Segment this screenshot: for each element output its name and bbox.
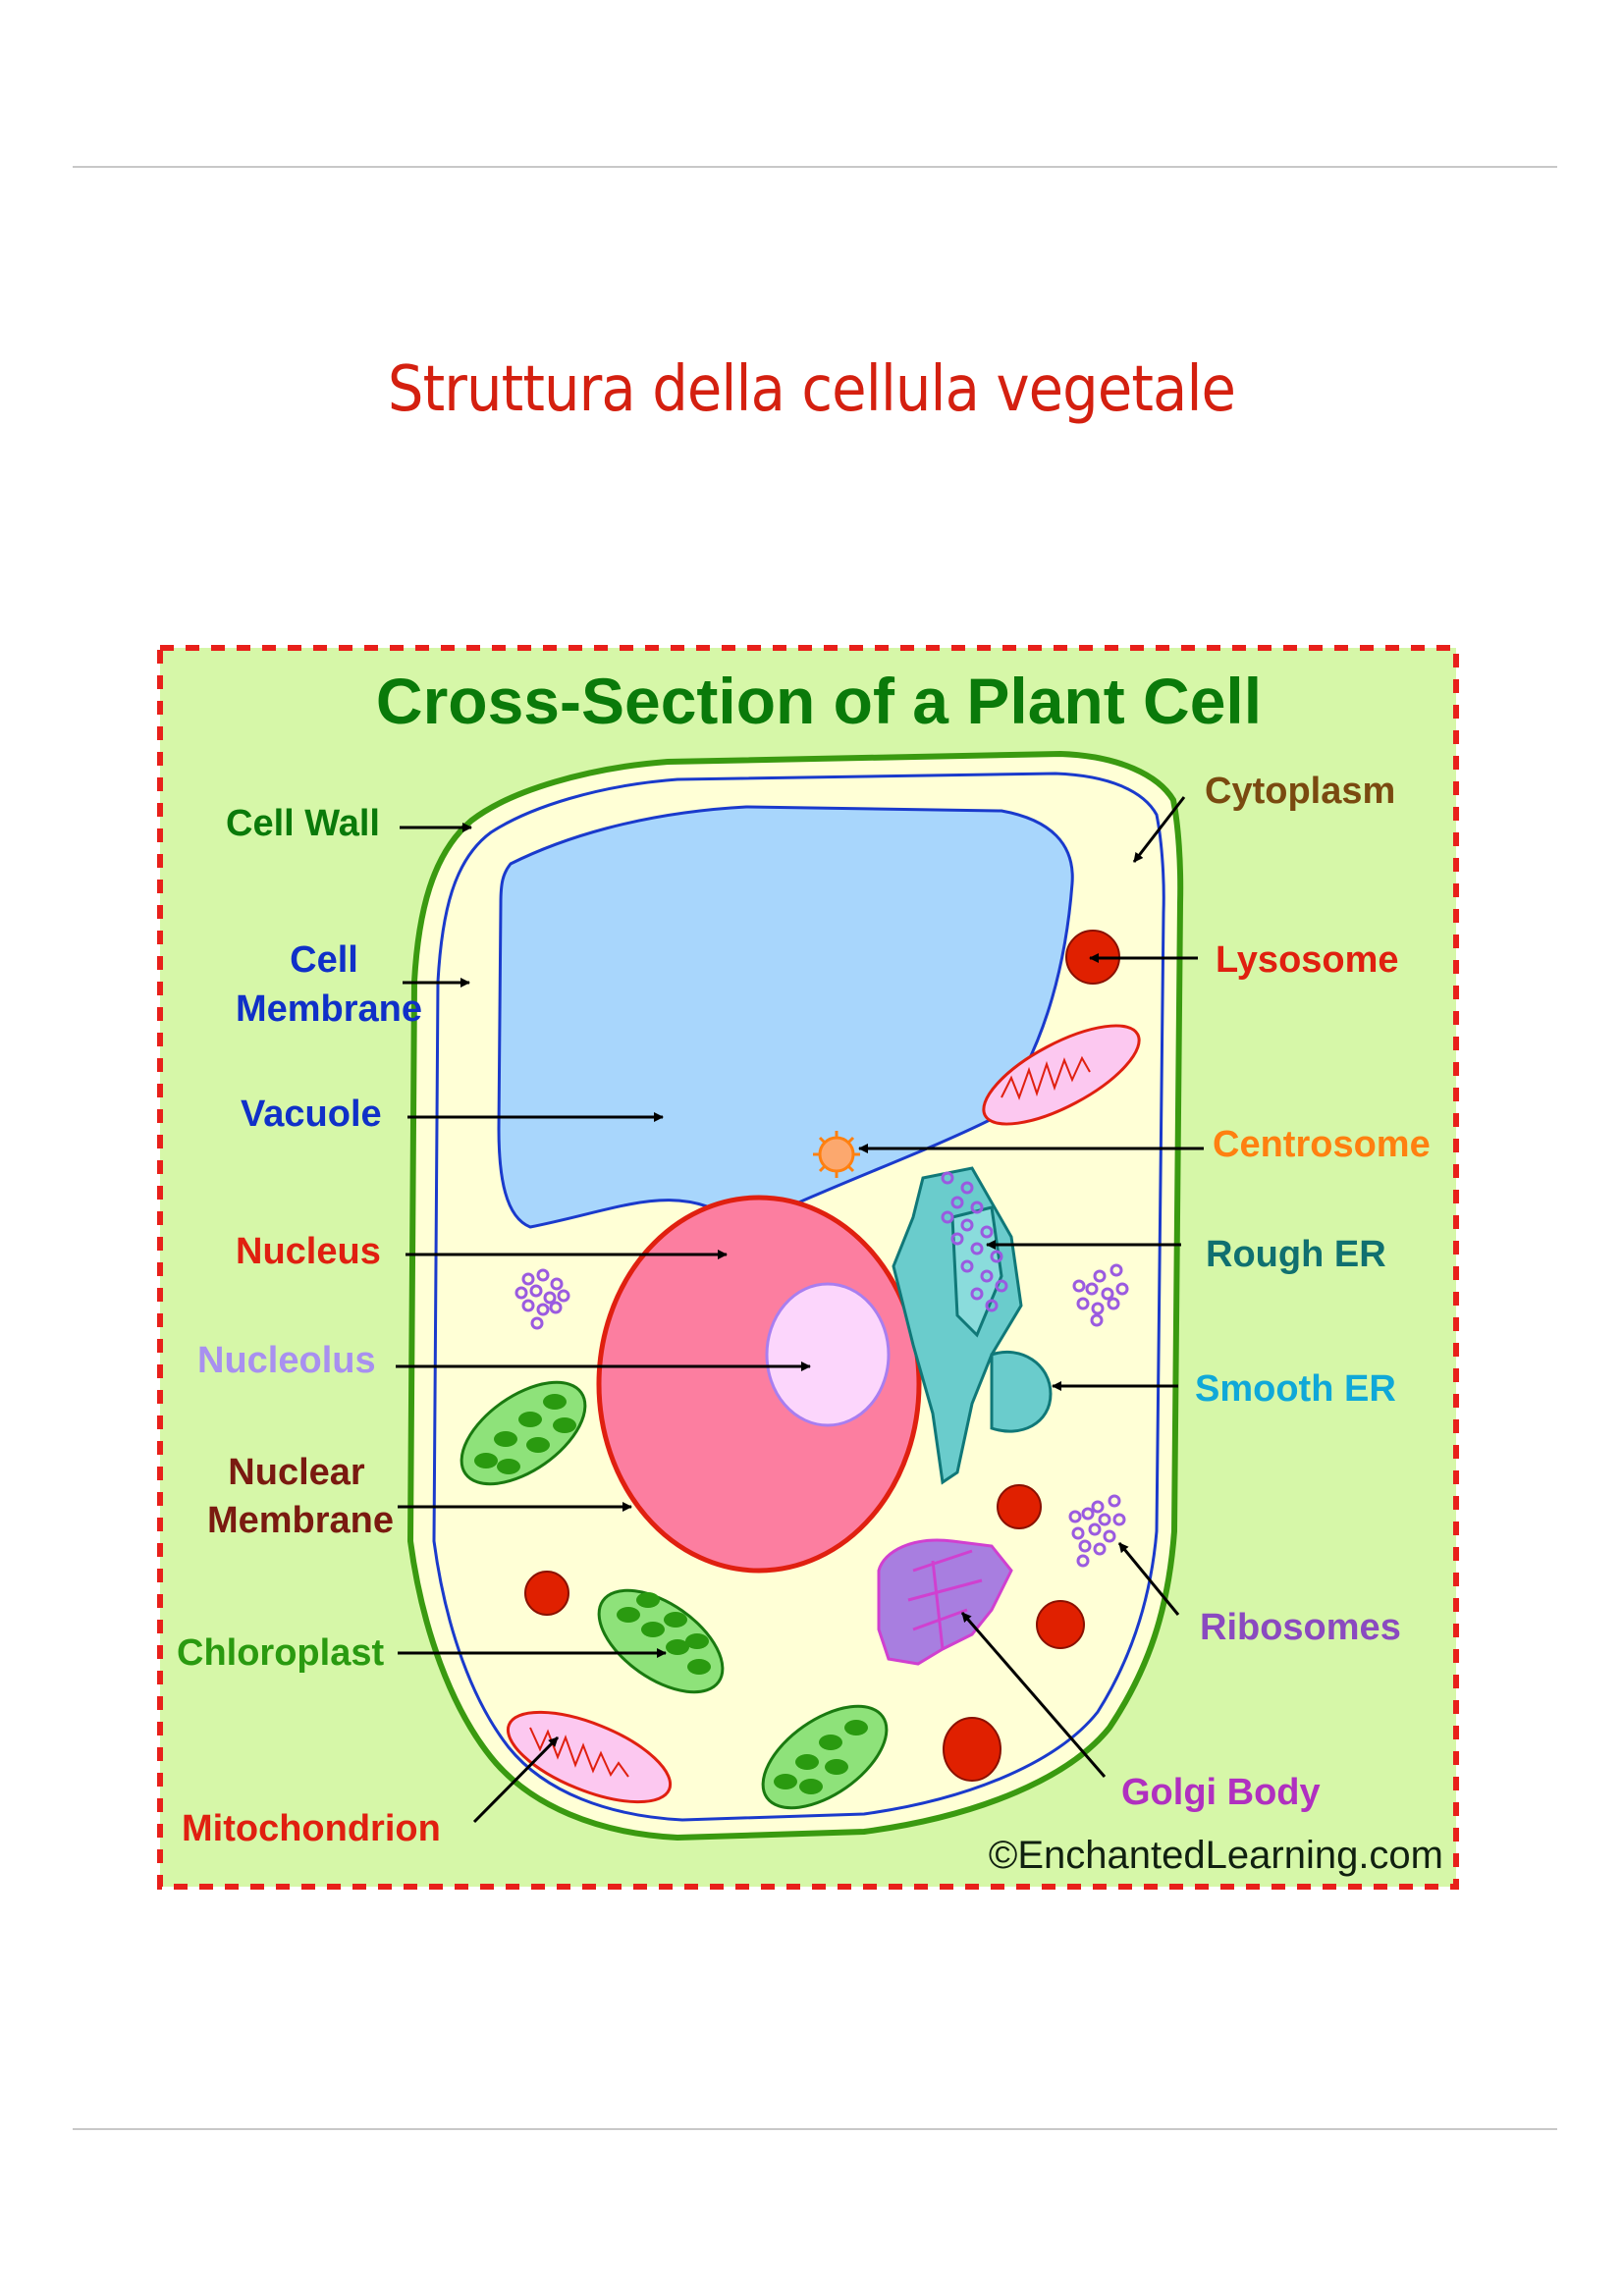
vesicle: [524, 1571, 569, 1616]
leader-cytoplasm: [1132, 796, 1186, 863]
label-cell-membrane-line2: Membrane: [236, 988, 422, 1030]
centrosome: [813, 1131, 860, 1178]
bottom-divider: [73, 2128, 1557, 2130]
ribosome-cluster: [1072, 1263, 1129, 1327]
label-mitochondrion: Mitochondrion: [182, 1808, 441, 1849]
leader-ribosomes: [1117, 1542, 1180, 1616]
vacuole: [497, 805, 1074, 1229]
copyright-credit: ©EnchantedLearning.com: [989, 1834, 1443, 1877]
nucleolus: [765, 1282, 891, 1427]
label-cell-membrane-line1: Cell: [290, 939, 358, 981]
label-ribosomes: Ribosomes: [1200, 1607, 1401, 1648]
label-centrosome: Centrosome: [1213, 1124, 1431, 1165]
golgi-body: [877, 1538, 1013, 1666]
chloroplast: [597, 1588, 725, 1694]
label-golgi-body: Golgi Body: [1121, 1772, 1321, 1813]
label-nucleolus: Nucleolus: [197, 1340, 376, 1381]
label-cytoplasm: Cytoplasm: [1205, 771, 1395, 812]
mitochondrion: [982, 1024, 1141, 1126]
leader-mitochondrion: [472, 1735, 560, 1824]
mitochondrion: [506, 1710, 673, 1804]
vesicle: [997, 1484, 1042, 1529]
leader-golgi-body: [960, 1612, 1107, 1778]
chloroplast: [460, 1380, 587, 1486]
label-nuclear-membrane-line2: Membrane: [207, 1500, 394, 1541]
label-nuclear-membrane-line1: Nuclear: [228, 1452, 365, 1493]
label-vacuole: Vacuole: [241, 1094, 382, 1135]
vesicle: [943, 1717, 1001, 1782]
label-lysosome: Lysosome: [1216, 939, 1399, 981]
top-divider: [73, 166, 1557, 168]
leader-lines: [396, 796, 1204, 1824]
label-rough-er: Rough ER: [1206, 1234, 1386, 1275]
label-smooth-er: Smooth ER: [1195, 1368, 1396, 1410]
label-chloroplast: Chloroplast: [177, 1632, 384, 1674]
ribosome-cluster: [514, 1268, 570, 1330]
label-nucleus: Nucleus: [236, 1231, 381, 1272]
ribosome-cluster: [1068, 1494, 1126, 1568]
vesicle: [1036, 1600, 1085, 1649]
page-title: Struttura della cellula vegetale: [387, 353, 1236, 426]
cell-membrane: [432, 772, 1165, 1822]
diagram-title: Cross-Section of a Plant Cell: [376, 665, 1262, 737]
chloroplast: [761, 1704, 889, 1810]
rough-er-ribosomes: [941, 1171, 1008, 1312]
label-cell-wall: Cell Wall: [226, 803, 380, 844]
diagram-border: [157, 645, 1459, 1890]
